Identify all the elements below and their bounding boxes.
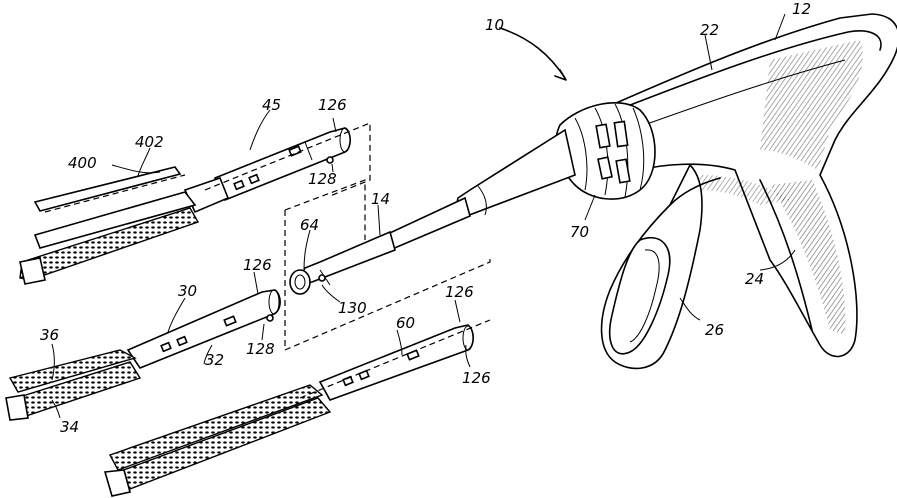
label-45: 45: [262, 96, 281, 114]
label-36: 36: [40, 326, 59, 344]
label-10: 10: [485, 16, 504, 34]
label-12: 12: [792, 0, 811, 18]
label-130: 130: [338, 299, 367, 317]
label-22: 22: [700, 21, 719, 39]
label-34: 34: [60, 418, 79, 436]
label-128-middle: 128: [246, 340, 275, 358]
label-126-lower-end: 126: [462, 369, 491, 387]
label-402: 402: [135, 133, 164, 151]
label-14: 14: [371, 190, 390, 208]
label-26: 26: [705, 321, 724, 339]
label-126-lower: 126: [445, 283, 474, 301]
label-24: 24: [745, 270, 764, 288]
label-30: 30: [178, 282, 197, 300]
label-32: 32: [205, 351, 224, 369]
label-126-middle: 126: [243, 256, 272, 274]
label-64: 64: [300, 216, 319, 234]
label-126-upper: 126: [318, 96, 347, 114]
label-400: 400: [68, 154, 97, 172]
label-70: 70: [570, 223, 589, 241]
disposable-loading-unit-45: [20, 123, 370, 284]
label-128-upper: 128: [308, 170, 337, 188]
disposable-loading-unit-30: [6, 290, 280, 420]
label-60: 60: [396, 314, 415, 332]
